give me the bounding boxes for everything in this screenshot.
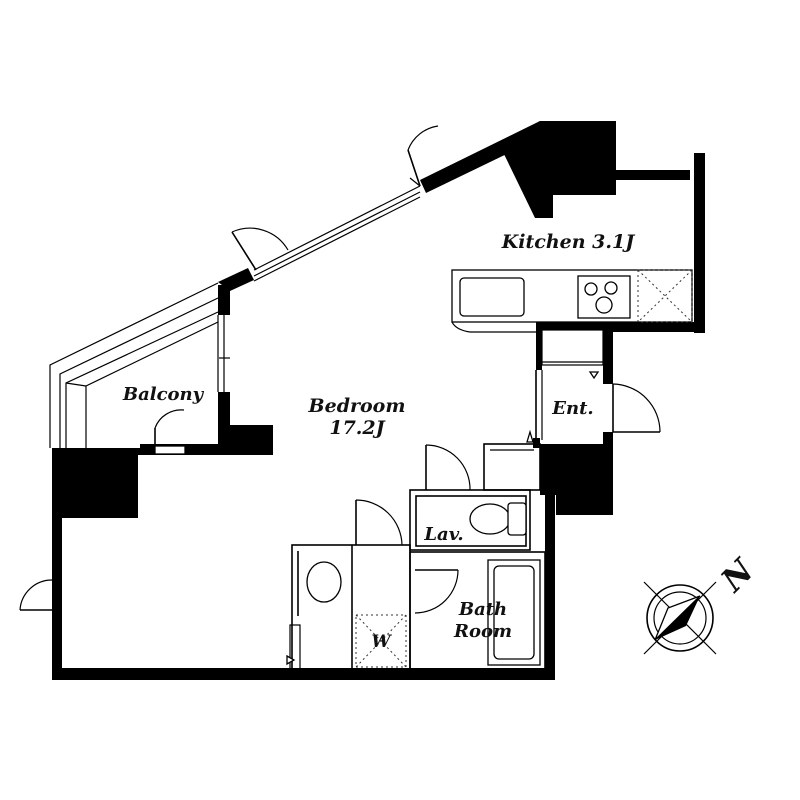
bathtub <box>487 559 541 666</box>
slanted-windows <box>253 177 421 282</box>
washer-label: W <box>371 632 392 652</box>
compass: N <box>643 550 762 655</box>
compass-north-label: N <box>713 550 762 599</box>
lavatory-label: Lav. <box>423 524 463 545</box>
bath-label-line1: Bath <box>458 599 507 620</box>
interior-walls <box>289 329 604 672</box>
exterior-walls <box>52 121 705 680</box>
balcony-outline <box>49 282 230 448</box>
washer-space <box>355 614 407 668</box>
kitchen-label: Kitchen 3.1J <box>501 231 636 253</box>
doors <box>19 125 661 614</box>
bedroom-size-label: 17.2J <box>329 417 386 439</box>
entrance-label: Ent. <box>551 398 593 419</box>
bedroom-label: Bedroom <box>308 395 406 417</box>
markers <box>286 371 600 666</box>
balcony-label: Balcony <box>122 384 205 405</box>
bath-label-line2: Room <box>453 621 512 642</box>
kitchen-counter <box>451 269 693 333</box>
wash-basin <box>306 561 342 603</box>
toilet <box>469 502 527 536</box>
